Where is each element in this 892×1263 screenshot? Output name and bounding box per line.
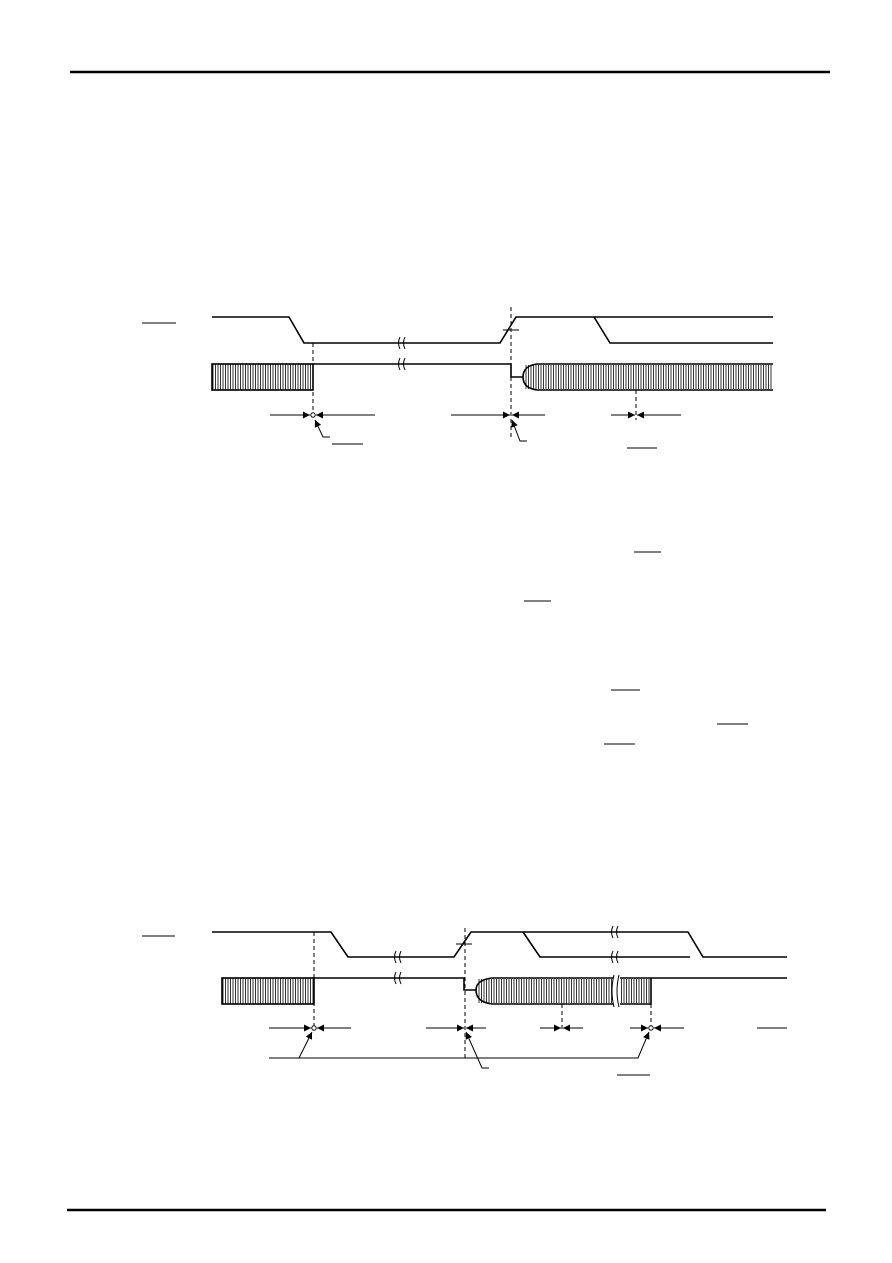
leader-arrow xyxy=(299,1031,650,1059)
data-bus-outline xyxy=(475,977,652,1005)
break-mark-icon xyxy=(394,925,619,985)
control-signal-waveform-alt xyxy=(593,316,773,344)
data-bus-line xyxy=(313,363,523,378)
timing-diagram-2 xyxy=(142,925,787,1076)
control-signal-waveform xyxy=(212,316,773,344)
data-bus-hatched xyxy=(212,364,311,390)
leader-arrow xyxy=(314,419,330,438)
control-signal-waveform-alt xyxy=(522,931,690,958)
timing-diagram-1 xyxy=(142,307,773,449)
data-bus-outline xyxy=(522,363,773,391)
body-text-overlines xyxy=(524,551,748,745)
reference-point xyxy=(648,1025,654,1031)
reference-point xyxy=(311,1025,317,1031)
break-mark-icon xyxy=(398,336,406,350)
data-bus-hatched xyxy=(478,979,650,1003)
leader-arrow xyxy=(465,1031,489,1069)
leader-arrow xyxy=(269,1031,313,1059)
control-signal-waveform xyxy=(212,931,787,958)
leader-arrow xyxy=(511,419,527,442)
reference-point xyxy=(310,412,316,418)
break-mark-icon xyxy=(398,357,406,371)
data-bus-outline xyxy=(211,363,314,391)
break-mark-icon xyxy=(611,974,620,1008)
data-bus-hatched xyxy=(222,978,314,1004)
data-bus-line xyxy=(314,977,476,991)
data-bus-hatched xyxy=(525,365,772,389)
